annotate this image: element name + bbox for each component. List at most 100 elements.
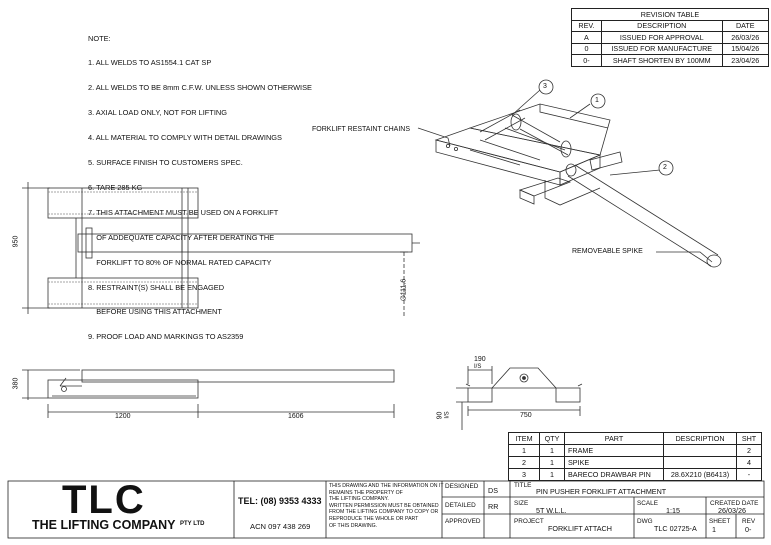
- leader-1: [569, 103, 591, 119]
- disclaimer-line: FROM THE LIFTING COMPANY TO COPY OR: [329, 509, 439, 516]
- dim-190-note: I/S: [474, 364, 482, 370]
- note-line: 7. THIS ATTACHMENT MUST BE USED ON A FOR…: [88, 207, 279, 217]
- notes-heading: NOTE:: [88, 33, 111, 43]
- dim-1606: 1606: [288, 413, 304, 420]
- balloon-3: [538, 79, 554, 95]
- rev-cell: 26/03/26: [721, 31, 770, 44]
- note-line: BEFORE USING THIS ATTACHMENT: [88, 307, 222, 317]
- disclaimer-line: WRITTEN PERMISSION MUST BE OBTAINED: [329, 502, 439, 509]
- sheet-label: SHEET: [709, 518, 731, 525]
- scale-label: SCALE: [637, 500, 658, 507]
- parts-cell: FRAME: [564, 444, 664, 457]
- note-line: 1. ALL WELDS TO AS1554.1 CAT SP: [88, 58, 212, 68]
- parts-cell: 1: [539, 468, 565, 481]
- balloon-3-label: 3: [543, 83, 547, 90]
- rev-label: REV: [742, 518, 756, 525]
- disclaimer-line: REPRODUCE THE WHOLE OR PART: [329, 515, 419, 522]
- dwg-label: DWG: [637, 518, 653, 525]
- chains-callout: FORKLIFT RESTAINT CHAINS: [312, 126, 411, 133]
- note-line: 5. SURFACE FINISH TO CUSTOMERS SPEC.: [88, 158, 243, 168]
- rev-cell: ISSUED FOR APPROVAL: [600, 31, 723, 44]
- dwg-value: TLC 02725-A: [654, 524, 697, 533]
- company-logo: TLC: [62, 478, 146, 522]
- general-notes: NOTE: 1. ALL WELDS TO AS1554.1 CAT SP 2.…: [88, 18, 312, 350]
- dim-380: 380: [12, 377, 20, 390]
- rev-cell: 15/04/26: [721, 42, 770, 55]
- project-label: PROJECT: [514, 518, 544, 525]
- parts-table: ITEM QTY PART DESCRIPTION SHT 1 1 FRAME …: [508, 432, 762, 481]
- sheet-value: 1: [712, 525, 716, 534]
- leader-2: [609, 169, 661, 176]
- company-acn: ACN 097 438 269: [250, 522, 311, 531]
- dim-950: 950: [12, 235, 20, 248]
- balloon-2-label: 2: [663, 164, 667, 171]
- note-line: FORKLIFT TO 80% OF NORMAL RATED CAPACITY: [88, 257, 272, 267]
- balloon-1: [590, 93, 606, 109]
- scale-value: 1:15: [666, 506, 680, 515]
- parts-cell: SPIKE: [564, 456, 664, 469]
- disclaimer-line: THE LIFTING COMPANY.: [329, 496, 389, 503]
- company-suffix: PTY LTD: [180, 521, 205, 527]
- balloon-1-label: 1: [595, 97, 599, 104]
- designed-label: DESIGNED: [445, 483, 479, 490]
- side-view: [22, 369, 395, 418]
- parts-cell: 1: [539, 456, 565, 469]
- parts-cell: 4: [736, 456, 762, 469]
- table-row: A ISSUED FOR APPROVAL 26/03/26: [571, 31, 770, 44]
- dim-90: 90: [436, 411, 444, 420]
- disclaimer-line: OF THIS DRAWING.: [329, 522, 378, 529]
- wll-value: 5T W.L.L.: [536, 506, 567, 515]
- dim-750: 750: [520, 412, 532, 419]
- rev-cell: 23/04/26: [721, 54, 770, 67]
- dim-1200: 1200: [115, 413, 131, 420]
- parts-cell: 1: [508, 444, 540, 457]
- parts-header: PART: [564, 432, 664, 445]
- parts-cell: 3: [508, 468, 540, 481]
- parts-cell: BARECO DRAWBAR PIN: [564, 468, 664, 481]
- parts-header: QTY: [539, 432, 565, 445]
- parts-cell: [663, 456, 737, 469]
- disclaimer-line: THIS DRAWING AND THE INFORMATION ON IT: [329, 483, 444, 489]
- project-value: FORKLIFT ATTACH: [548, 524, 612, 533]
- title-label: TITLE: [514, 482, 532, 489]
- plan-view: [22, 182, 420, 318]
- detailed-label: DETAILED: [445, 502, 476, 509]
- copyright-disclaimer: THIS DRAWING AND THE INFORMATION ON IT R…: [329, 483, 444, 529]
- table-row: 0- SHAFT SHORTEN BY 100MM 23/04/26: [571, 54, 770, 67]
- balloon-2: [658, 160, 674, 176]
- iso-spike: [565, 163, 722, 268]
- dim-diameter: ∅111.6: [400, 278, 408, 302]
- parts-cell: -: [736, 468, 762, 481]
- rev-value: 0-: [745, 525, 752, 534]
- table-row: 3 1 BARECO DRAWBAR PIN 28.6X210 (B6413) …: [508, 468, 762, 481]
- parts-cell: 28.6X210 (B6413): [663, 468, 737, 481]
- approved-label: APPROVED: [445, 518, 481, 525]
- table-row: 1 1 FRAME 2: [508, 444, 762, 457]
- note-line: 9. PROOF LOAD AND MARKINGS TO AS2359: [88, 332, 244, 342]
- dim-90-note: I/S: [444, 411, 451, 419]
- parts-header: ITEM: [508, 432, 540, 445]
- parts-cell: [663, 444, 737, 457]
- dim-190: 190: [474, 356, 486, 363]
- created-label: CREATED DATE: [710, 500, 759, 507]
- created-value: 26/03/26: [718, 506, 746, 515]
- spike-callout: REMOVEABLE SPIKE: [572, 248, 643, 255]
- company-name: THE LIFTING COMPANY: [32, 518, 176, 532]
- note-line: 8. RESTRAINT(S) SHALL BE ENGAGED: [88, 282, 225, 292]
- parts-cell: 2: [736, 444, 762, 457]
- parts-cell: 2: [508, 456, 540, 469]
- detailed-value: RR: [488, 502, 499, 511]
- revision-table: REVISION TABLE REV. DESCRIPTION DATE A I…: [571, 8, 770, 67]
- iso-frame: [434, 103, 623, 206]
- note-line: 4. ALL MATERIAL TO COMPLY WITH DETAIL DR…: [88, 133, 282, 143]
- leader-3: [511, 89, 541, 116]
- parts-header: DESCRIPTION: [663, 432, 737, 445]
- note-line: 3. AXIAL LOAD ONLY, NOT FOR LIFTING: [88, 108, 227, 118]
- note-line: 2. ALL WELDS TO BE 8mm C.F.W. UNLESS SHO…: [88, 83, 312, 93]
- table-row: 0 ISSUED FOR MANUFACTURE 15/04/26: [571, 42, 770, 55]
- designed-value: DS: [488, 486, 498, 495]
- size-label: SIZE: [514, 500, 529, 507]
- drawing-title: PIN PUSHER FORKLIFT ATTACHMENT: [536, 487, 667, 496]
- title-block-lines: [7, 480, 765, 539]
